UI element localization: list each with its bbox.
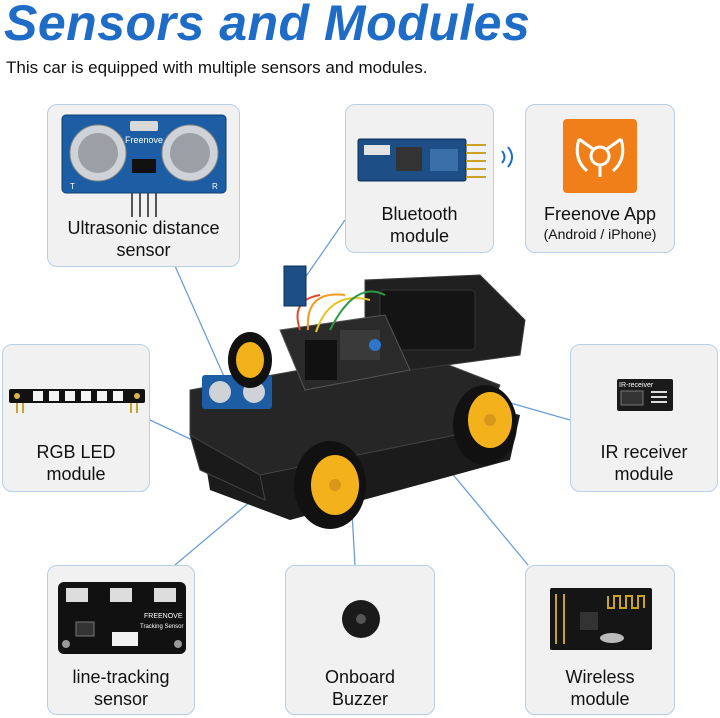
rgb-label-line1: RGB LED — [36, 442, 116, 462]
ultrasonic-label-line2: sensor — [116, 240, 171, 260]
page-title: Sensors and Modules — [4, 0, 531, 51]
buzzer-card: Onboard Buzzer — [285, 565, 435, 715]
rgb-label-line2: module — [46, 464, 106, 484]
tracking-label-line2: sensor — [93, 689, 149, 709]
line-tracking-sensor-image: FREENOVE Tracking Sensor — [58, 582, 186, 654]
car-image — [189, 265, 526, 529]
wireless-label-line2: module — [570, 689, 630, 709]
ir-receiver-image: IR-receiver — [617, 379, 673, 411]
freenove-app-card[interactable]: Freenove App (Android / iPhone) — [525, 104, 675, 253]
app-label-line1: Freenove App — [543, 204, 657, 224]
buzzer-image — [342, 600, 380, 638]
tracking-label-text: Tracking Sensor — [140, 624, 183, 630]
freenove-app-icon[interactable] — [563, 119, 637, 193]
ultrasonic-label-line1: Ultrasonic distance — [67, 218, 220, 238]
bluetooth-card: Bluetooth module — [345, 104, 494, 253]
buzzer-label-line2: Buzzer — [331, 689, 389, 709]
ultrasonic-sensor-image: Freenove T R — [61, 114, 227, 217]
buzzer-label-line1: Onboard — [324, 667, 396, 687]
line-tracking-card: FREENOVE Tracking Sensor line-tracking s… — [47, 565, 195, 715]
bluetooth-module-image — [357, 138, 486, 182]
rgb-led-card: RGB LED module — [2, 344, 150, 492]
wireless-module-image — [550, 588, 652, 650]
ir-label-line2: module — [614, 464, 674, 484]
wireless-label-line1: Wireless — [565, 667, 635, 687]
tracking-brand-text: FREENOVE — [144, 613, 183, 620]
rgb-led-module-image — [9, 389, 145, 413]
ir-label-line1: IR receiver — [600, 442, 688, 462]
app-label-line2: (Android / iPhone) — [543, 226, 657, 242]
tracking-label-line1: line-tracking — [72, 667, 170, 687]
ir-receiver-card: IR-receiver IR receiver module — [570, 344, 718, 492]
ir-label-text: IR-receiver — [619, 382, 654, 389]
bluetooth-label-line1: Bluetooth — [381, 204, 458, 224]
wireless-card: Wireless module — [525, 565, 675, 715]
svg-text:T: T — [70, 182, 75, 191]
svg-text:R: R — [212, 182, 218, 191]
wireless-signal-icon — [501, 146, 513, 168]
line-ultrasonic — [174, 265, 231, 391]
page-subtitle: This car is equipped with multiple senso… — [6, 58, 428, 77]
ultrasonic-card: Freenove T R Ultrasonic distance sensor — [47, 104, 240, 267]
bluetooth-label-line2: module — [389, 226, 450, 246]
line-bluetooth — [299, 219, 346, 286]
ultrasonic-brand-text: Freenove — [125, 135, 163, 145]
